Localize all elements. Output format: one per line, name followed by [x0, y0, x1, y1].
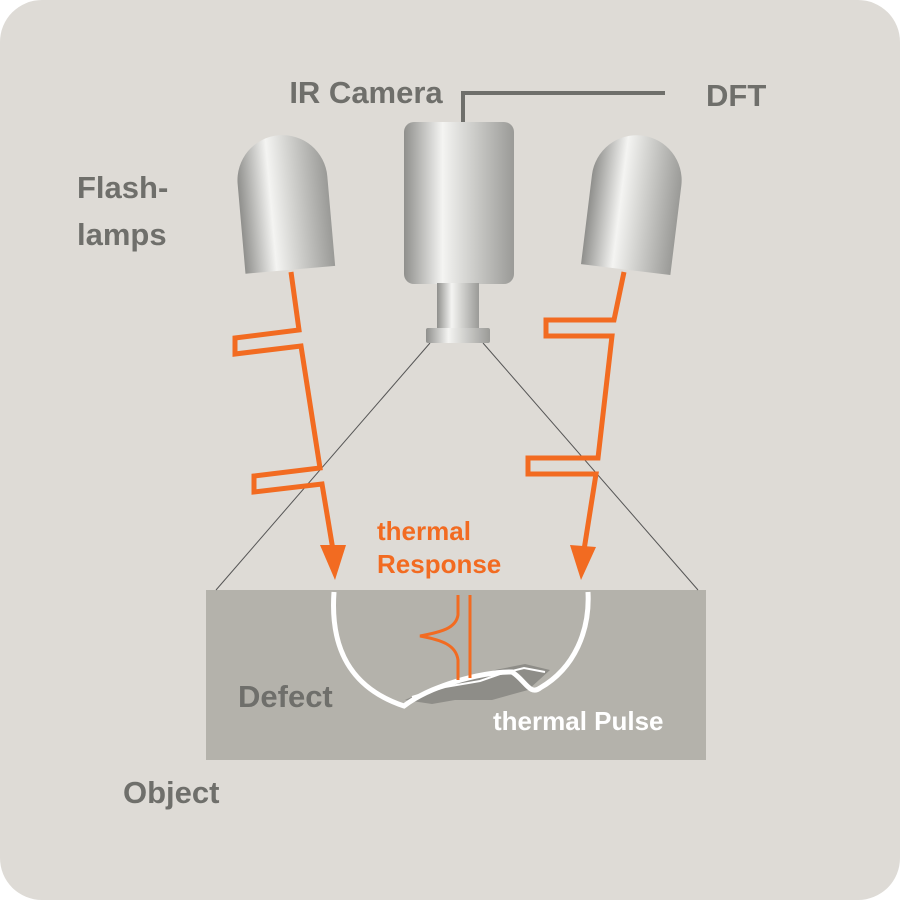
thermal-pulse-wave	[331, 591, 591, 709]
view-line-left	[215, 342, 431, 591]
ir-camera-label: IR Camera	[289, 75, 443, 110]
left-beam-line	[232, 271, 336, 551]
dft-label: DFT	[706, 78, 766, 113]
right-beam-line	[525, 271, 627, 551]
flashlamps-label-line1: Flash-	[77, 170, 168, 205]
view-line-right	[482, 342, 699, 591]
ir-camera-icon	[404, 122, 514, 343]
object-label: Object	[123, 775, 219, 810]
left-beam-arrowhead	[320, 545, 346, 580]
thermal-response-label-line2: Response	[377, 549, 501, 579]
flashlamps-label-line2: lamps	[77, 217, 167, 252]
flash-lamp-icon	[581, 135, 682, 276]
right-flash-beam	[525, 271, 627, 551]
thermal-response-label-line1: thermal	[377, 516, 471, 546]
defect-label: Defect	[238, 679, 333, 714]
camera-field-of-view	[215, 342, 699, 591]
thermal-response-signal	[419, 595, 472, 680]
thermal-pulse-label: thermal Pulse	[493, 706, 664, 736]
flash-lamp-icon	[237, 135, 336, 274]
response-curve-outer	[419, 595, 460, 680]
right-beam-arrowhead	[570, 545, 596, 580]
left-flash-beam	[232, 271, 336, 551]
dft-connection-line	[461, 91, 665, 126]
